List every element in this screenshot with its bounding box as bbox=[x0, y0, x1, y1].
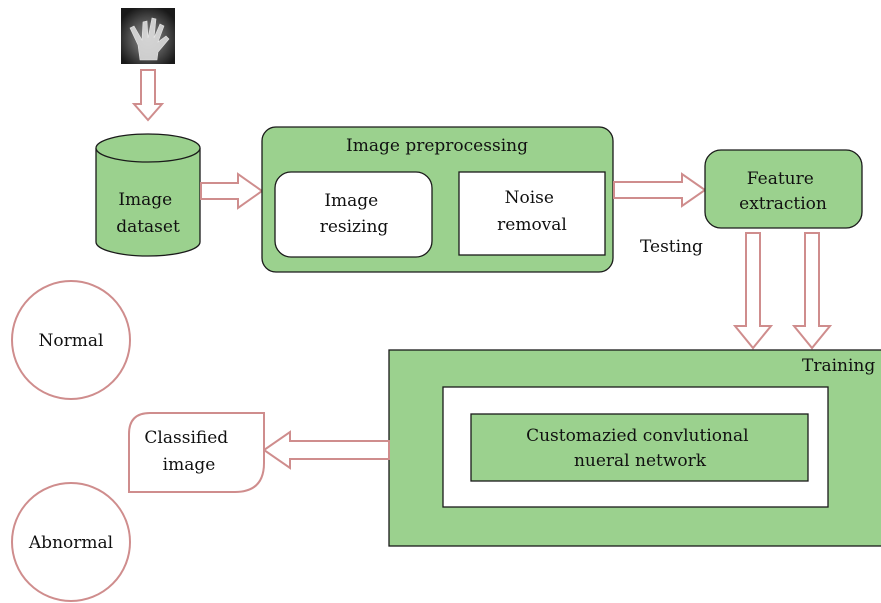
image-preprocessing-label: Image preprocessing bbox=[346, 136, 528, 156]
feature-extraction-label: Feature extraction bbox=[739, 169, 827, 214]
image-resizing-label: Image resizing bbox=[320, 191, 389, 237]
cnn-label: Customazied convlutional nueral network bbox=[526, 426, 754, 471]
abnormal-label: Abnormal bbox=[28, 533, 113, 553]
xray-hand-image bbox=[121, 8, 175, 64]
training-label: Training bbox=[802, 356, 875, 376]
classified-image-box bbox=[128, 412, 265, 493]
arrow-feature-to-training-right bbox=[791, 232, 833, 350]
image-dataset-label: Image dataset bbox=[116, 190, 180, 237]
image-resizing-box bbox=[274, 171, 433, 258]
noise-removal-box bbox=[458, 171, 606, 256]
normal-circle bbox=[11, 280, 131, 400]
abnormal-circle bbox=[11, 482, 131, 602]
arrow-training-to-classified bbox=[262, 430, 390, 470]
testing-label: Testing bbox=[640, 237, 703, 257]
cnn-box bbox=[470, 413, 809, 482]
arrow-feature-to-training-left bbox=[732, 232, 774, 350]
arrow-preprocessing-to-feature bbox=[613, 172, 707, 208]
normal-label: Normal bbox=[39, 331, 104, 351]
noise-removal-label: Noise removal bbox=[497, 188, 567, 235]
arrow-xray-to-dataset bbox=[131, 69, 165, 122]
feature-extraction-box bbox=[704, 149, 863, 229]
arrow-dataset-to-preprocessing bbox=[200, 172, 264, 210]
image-dataset-cylinder bbox=[95, 133, 201, 257]
classified-image-label: Classified image bbox=[144, 428, 233, 475]
